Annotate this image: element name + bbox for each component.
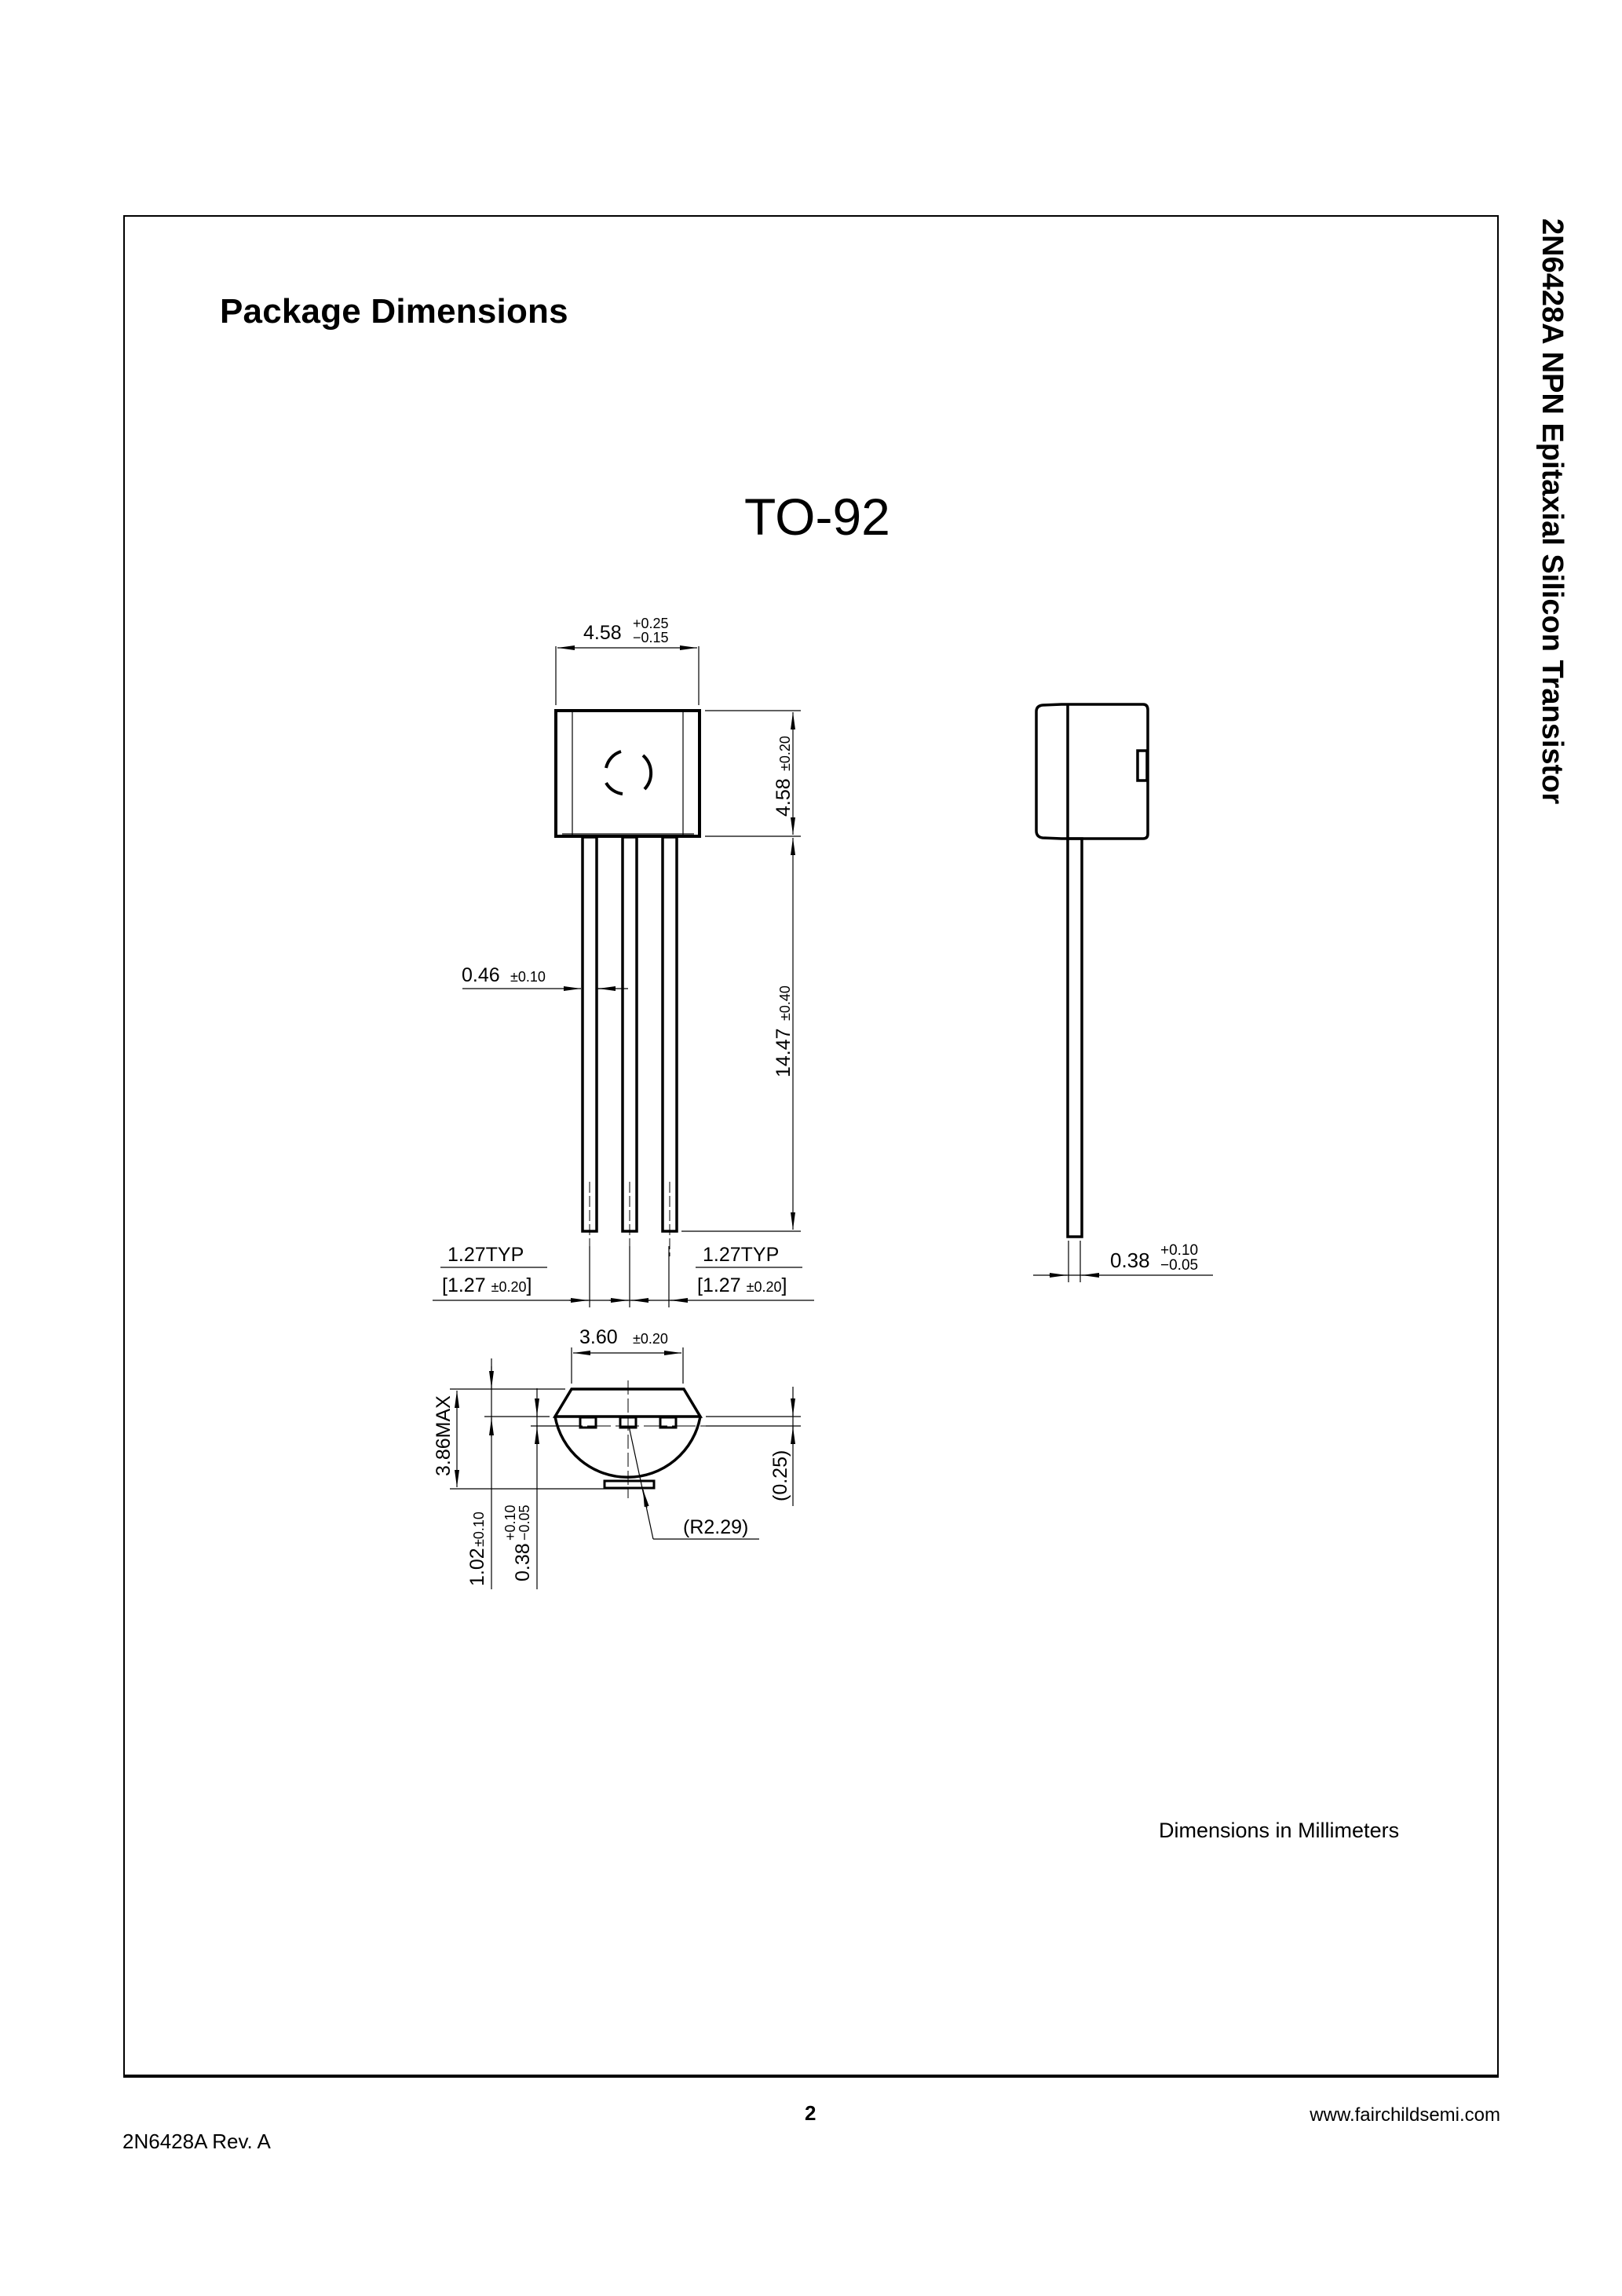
body-width-value: 4.58: [583, 622, 622, 644]
body-height-tol: ±0.20: [777, 736, 793, 771]
body-width-tol-minus: −0.15: [633, 630, 669, 645]
bottom-view-labels: 3.60 ±0.20 3.86MAX 1.02 ±0.10 0.38 +0.10…: [433, 1326, 791, 1586]
overall-depth-value: 3.86MAX: [433, 1395, 455, 1476]
lead-row-gap-value: (0.25): [769, 1450, 791, 1501]
page-frame: [123, 215, 1499, 2078]
radius-value: (R2.29): [683, 1516, 748, 1538]
page-number: 2: [805, 2101, 816, 2125]
lead-offset-tol-plus: +0.10: [502, 1504, 518, 1541]
lead-length-tol: ±0.40: [777, 985, 793, 1021]
pitch-right-close: ]: [781, 1274, 787, 1296]
pitch-right-tol: ±0.20: [747, 1279, 782, 1295]
side-view-labels: 0.38 +0.10 −0.05: [1110, 1242, 1198, 1274]
flat-offset-tol: ±0.10: [471, 1512, 487, 1547]
lead-width-tol: ±0.10: [510, 969, 546, 985]
lead-width-value: 0.46: [462, 964, 500, 986]
flat-width-tol: ±0.20: [633, 1331, 668, 1347]
front-view: [433, 645, 814, 1307]
revision-label: 2N6428A Rev. A: [122, 2130, 271, 2153]
flat-width-value: 3.60: [579, 1326, 618, 1348]
package-name: TO-92: [744, 488, 890, 546]
lead-thickness-value: 0.38: [1110, 1249, 1150, 1272]
section-title: Package Dimensions: [220, 292, 568, 331]
lead-length-value: 14.47: [773, 1028, 795, 1077]
pitch-left-close: ]: [526, 1274, 532, 1296]
lead-thickness-tol-minus: −0.05: [1160, 1257, 1198, 1274]
bottom-view: [450, 1347, 801, 1589]
side-view-dims: [1033, 1241, 1213, 1282]
units-note: Dimensions in Millimeters: [1159, 1819, 1400, 1842]
lead-offset-tol-minus: −0.05: [517, 1504, 532, 1541]
pitch-right-bracket: [1.27: [697, 1274, 747, 1296]
pitch-left-value: 1.27TYP: [448, 1244, 524, 1266]
side-view: [1035, 703, 1149, 1238]
lead-thickness-tol-plus: +0.10: [1160, 1242, 1198, 1259]
website-link[interactable]: www.fairchildsemi.com: [1310, 2104, 1500, 2126]
svg-text:[1.27 ±0.20]: [1.27 ±0.20]: [442, 1274, 532, 1296]
pitch-left-bracket: [1.27: [442, 1274, 491, 1296]
body-width-tol-plus: +0.25: [633, 616, 669, 631]
pitch-right-value: 1.27TYP: [703, 1244, 779, 1266]
flat-offset-value: 1.02: [466, 1548, 488, 1586]
lead-offset-value: 0.38: [512, 1543, 534, 1581]
front-view-labels: 4.58 +0.25 −0.15 4.58 ±0.20 14.47 ±0.40 …: [442, 616, 795, 1296]
pitch-left-tol: ±0.20: [491, 1279, 527, 1295]
svg-text:[1.27 ±0.20]: [1.27 ±0.20]: [697, 1274, 787, 1296]
body-height-value: 4.58: [773, 778, 795, 817]
